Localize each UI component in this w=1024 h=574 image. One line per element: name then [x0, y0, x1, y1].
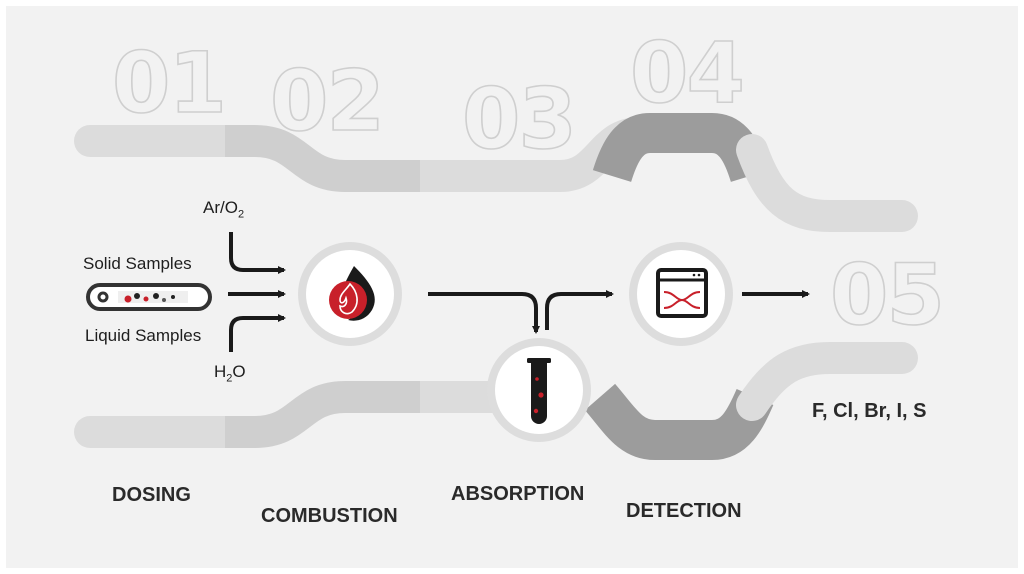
step-number-01: 01 [112, 34, 225, 132]
lower-track-output [736, 342, 918, 421]
solid-samples-label: Solid Samples [83, 254, 192, 273]
water-label: H2O [214, 362, 246, 384]
upper-track-combustion [225, 125, 420, 192]
step-name-dosing: DOSING [112, 484, 191, 506]
upper-track [74, 113, 918, 232]
gas-inlet-arrow [229, 232, 286, 274]
flame-icon [329, 266, 375, 321]
absorption-node [487, 338, 591, 442]
lower-track-detection [584, 383, 774, 460]
flow-arrows [228, 232, 810, 352]
water-label-h: H [214, 362, 227, 381]
absorption-to-detection-arrow [545, 290, 614, 330]
detector-window-icon [656, 268, 708, 318]
step-number-05: 05 [830, 246, 943, 344]
lower-track-combustion [225, 381, 420, 448]
step-number-02: 02 [270, 52, 383, 150]
water-inlet-arrow [229, 314, 286, 352]
step-name-combustion: COMBUSTION [261, 505, 398, 527]
step-number-04: 04 [630, 24, 743, 122]
water-label-o: O [232, 362, 246, 381]
result-elements: F, Cl, Br, I, S [812, 400, 927, 422]
gas-label: Ar/O2 [203, 198, 244, 220]
lower-track [74, 342, 918, 460]
gas-label-text: Ar/O [203, 198, 238, 217]
step-name-detection: DETECTION [626, 500, 742, 522]
combustion-node [298, 242, 402, 346]
gas-label-subscript: 2 [237, 208, 245, 221]
upper-track-output [736, 134, 918, 232]
liquid-samples-label: Liquid Samples [85, 326, 202, 345]
test-tube-icon [527, 358, 551, 424]
upper-track-detection [592, 113, 770, 183]
water-label-subscript: 2 [226, 372, 233, 385]
sample-boat-icon [86, 283, 212, 311]
step-number-03: 03 [462, 70, 575, 168]
step-name-absorption: ABSORPTION [451, 483, 585, 505]
combustion-to-absorption-arrow [428, 292, 540, 334]
detection-node [629, 242, 733, 346]
